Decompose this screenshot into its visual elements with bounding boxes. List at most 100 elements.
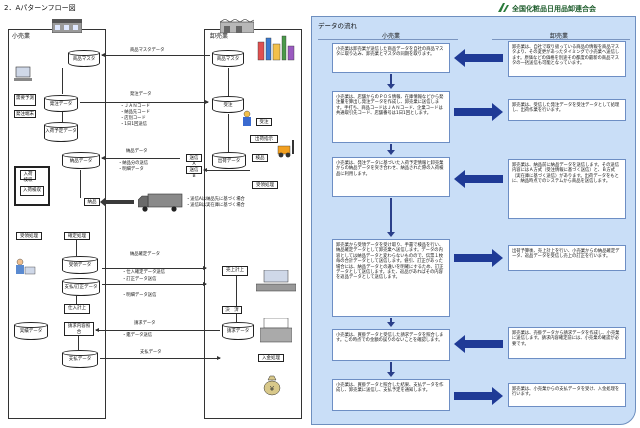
box-confirm-right: 確定処理 [64,232,90,240]
money-bag-icon: ¥ [263,375,281,396]
lane-wholesale [204,29,302,419]
retail-down-stem-4 [390,318,392,323]
page-title: 2．Aパターンフロー図 [4,4,76,12]
db-accounting: 支払/訂正データ [62,278,100,296]
arrow-retail-to-wholesale-2 [454,103,503,121]
label-product-master: 商品マスタデータ [130,48,165,53]
label-acceptance: ・仕入確定データ送信 [122,270,165,275]
arrow-payment [100,356,221,360]
label-confirm-data: 納品確定データ [130,252,161,257]
retail-down-stem-5 [390,362,392,373]
retail-step-3: 小売業は、発注データに基づいた入荷予定情報と卸売業からの納品データを突き合わせ、… [332,157,450,197]
box-inspect: 検品 [252,154,268,162]
arrow-retail-to-wholesale-6 [454,387,503,405]
column-wholesale-head: 卸売業 [550,33,569,40]
db-acceptance: 受領データ [62,256,98,274]
office-worker-icon [16,258,36,275]
label-order-item-1: ・納品先コード [120,110,151,115]
db-payment: 支払データ [62,350,98,368]
label-order-item-3: ・1日1回送信 [120,122,147,127]
label-payment: 支払データ [140,350,162,355]
column-retail-head: 小売業 [382,33,401,40]
label-truck-note-0: ・送信Aは納品先に基づく場合 [186,197,245,202]
connector-retail-2 [62,112,63,122]
connector-retail-1 [62,68,63,94]
retail-down-arrow-3 [387,232,395,237]
retail-down-stem-3 [390,198,392,233]
column-retail-divider [318,39,458,40]
retail-step-6: 小売業は、買掛データと照合した結果、支払データを作成し、卸売業に送信し、支払予定… [332,379,450,411]
label-delivery-data: 納品データ [126,149,148,154]
label-truck-note-1: ・送信Bは実在庫に基づく場合 [186,203,245,208]
arrow-billing [95,328,220,332]
connector-wholesale-3 [236,276,237,306]
box-send-b: 送信B [186,166,202,179]
box-posting-terminal: 発注端末 [14,110,36,118]
db-payable-data: 実績データ [14,322,48,340]
wholesale-step-3: 卸売業は、納品前に納品データを送信します。その送信内容にはＡ方式（受注情報に基づ… [508,159,626,219]
store-icon [52,19,82,33]
wholesale-step-4: 出荷予算後、売上計上を行い、小売業からの納品確定データ、返品データを受信し売上の… [508,245,626,271]
warehouse-icon [220,19,254,33]
box-sales-book: 売上計上 [222,266,248,276]
computer-icon [14,66,32,81]
connector-retail-3 [80,170,81,198]
db-inspection-plan: 入荷予定データ [44,122,78,142]
retail-down-arrow-5 [387,372,395,377]
retail-step-4: 卸売業から受領データを受け取り、手書で検品を行い、納品確定データとして卸売業へ送… [332,239,450,317]
label-detail-confirm: ・明細データ送信 [122,293,157,298]
db-product-master-retail: 商品マスタ [68,50,100,67]
box-shipping-instruction: 出荷指示 [250,135,278,143]
box-confirm-left: 受領処理 [16,232,42,240]
arrow-confirm-data [102,266,207,270]
lane-wholesale-label: 卸売業 [210,33,229,40]
truck-icon [138,193,183,212]
wholesale-step-2: 卸売業は、受信した発注データを受注データとして処理し、出荷作業を行います。 [508,99,626,121]
retail-down-stem-2 [390,144,392,151]
arrow-correction [102,282,207,286]
db-billing-data: 請求データ [222,322,254,340]
connector-retail-5 [76,296,77,304]
box-forecast: 需要予測 [14,94,36,106]
wholesale-step-6: 卸売業は、小売業からの支払データを受け、入金処理を行います。 [508,383,626,407]
retail-down-arrow-1 [387,84,395,89]
arrow-product-master [101,53,210,57]
organization-logo-icon [498,3,509,12]
panel-title: データの流れ [318,22,357,30]
box-receive-entry: 入荷検収 [20,170,36,183]
retail-step-2: 小売業は、店舗からのＰＯＳ情報、在庫情報などから発注量を算出し発注データを作成し… [332,91,450,143]
connector-wholesale-4 [236,314,237,322]
box-purchase-process: 受領処理 [252,181,278,189]
box-goods: 納品 [84,198,100,206]
box-goods-check: 入荷検収 [20,186,44,196]
box-settlement: 決 済 [222,306,242,314]
product-bottles-icon [257,35,295,61]
arrow-wholesale-to-retail-3 [454,170,503,188]
label-billing-item: ・鑑データ送信 [122,333,153,338]
label-correction: ・訂正データ送信 [122,277,157,282]
retail-down-stem-1 [390,74,392,85]
box-send-a: 送信A [186,154,202,167]
label-delivery-item-1: ・明細データ [118,167,144,172]
db-delivery-data-retail: 納品データ [62,152,100,169]
forklift-icon [277,140,294,158]
retail-step-5: 小売業は、買掛データと受信した請求データを照合します。この時点での金額の誤りのな… [332,329,450,361]
connector-wholesale-2 [228,114,229,152]
arrow-wholesale-to-retail-5 [454,335,503,353]
organization-name: 全国化粧品日用品卸連合会 [512,5,596,13]
arrow-wholesale-to-retail-1 [454,49,503,67]
db-order-receive: 受注 [212,96,244,113]
keyboard-icon [256,270,296,292]
db-order-data: 発注データ [44,95,78,112]
retail-down-arrow-2 [387,150,395,155]
arrow-retail-to-wholesale-4 [454,249,503,267]
printer-icon [260,318,292,343]
data-flow-panel: データの流れ 小売業 卸売業 小売業は卸売業が送信した商品データを自社の商品マス… [311,16,636,425]
label-order-item-0: ・ＪＡＮコード [120,104,151,109]
arrow-order-data [80,100,209,104]
connector-wholesale-1 [228,68,229,96]
label-billing: 請求データ [134,321,156,326]
connector-retail-4 [76,240,77,256]
db-product-master-wholesale: 商品マスタ [212,50,244,67]
arrow-delivery-data [101,156,180,160]
